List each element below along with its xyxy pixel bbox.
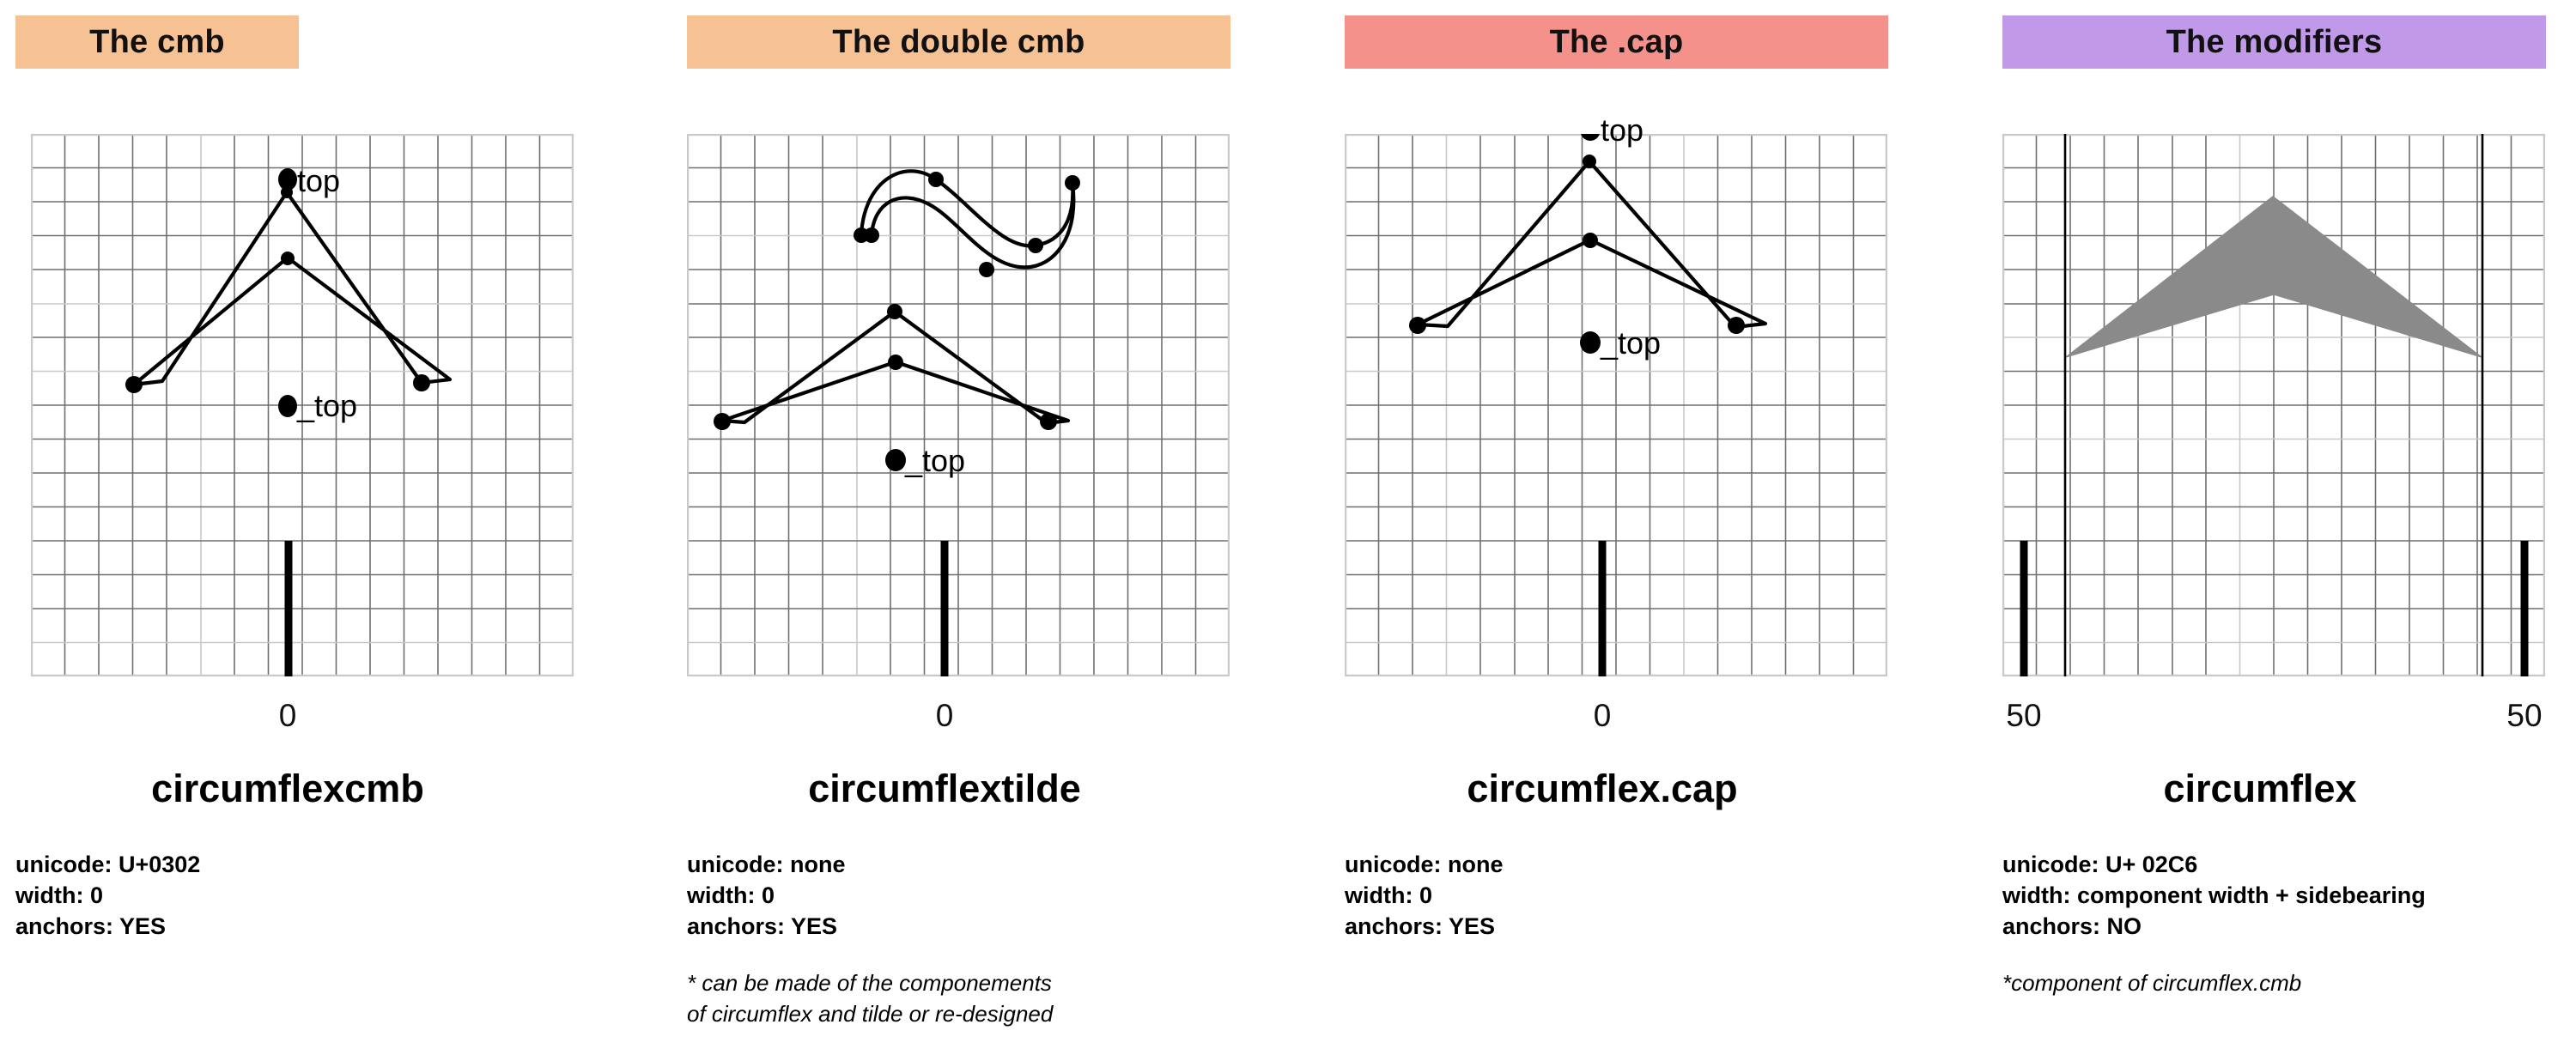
header-chip-cmb: The cmb [15,15,299,69]
anchor-label-_top: _top [297,388,358,423]
glyph-node [714,413,731,430]
anchor-point-_top [1580,331,1601,354]
glyph-grid-modifiers [2002,134,2545,676]
anchor-label-_top: _top [905,443,966,478]
glyph-grid-cmb [31,134,574,676]
anchor-point-top [278,168,297,191]
glyph-grid-cap [1345,134,1887,676]
header-chip-modifiers: The modifiers [2002,15,2546,69]
header-chip-label: The .cap [1549,23,1684,60]
spec-unicode: unicode: none [1345,852,1504,877]
spec-anchors: anchors: YES [1345,912,1496,939]
spec-width: width: component width + sidebearing [2002,882,2426,908]
glyph-node [1583,233,1598,248]
glyph-node [928,172,944,187]
spec-block-cmb: unicode: U+0302 width: 0 anchors: YES [15,850,200,943]
header-chip-label: The modifiers [2166,23,2383,60]
note-block-modifiers: *component of circumflex.cmb [2002,968,2301,999]
glyph-node [1028,238,1043,253]
header-chip-cap: The .cap [1345,15,1888,69]
spec-width: width: 0 [15,882,103,908]
anchor-point-_top [885,449,906,471]
glyph-node [1409,317,1426,334]
glyph-outline-tilde [859,169,1076,270]
glyph-node [979,262,994,277]
spec-unicode: unicode: U+0302 [15,852,201,877]
glyph-panel-cap: top _top [1345,112,1887,676]
sidebearing-label-left: 50 [2006,698,2042,733]
glyph-filled-circumflex [2065,196,2482,358]
glyph-panel-double-cmb: _top [687,134,1230,676]
spec-unicode: unicode: none [687,852,846,877]
spec-width: width: 0 [687,882,775,908]
glyph-node [281,252,295,265]
glyph-node [1728,317,1745,334]
anchor-point-_top [278,395,297,417]
anchor-label-top: top [297,163,341,198]
anchor-label-top: top [1601,112,1644,148]
spec-block-double-cmb: unicode: none width: 0 anchors: YES [687,850,846,943]
note-line: *component of circumflex.cmb [2002,970,2302,996]
glyph-panel-cmb: top _top [31,134,574,676]
glyph-name-circumflexcmb: circumflexcmb [151,767,424,810]
glyph-node [125,376,143,393]
spec-block-modifiers: unicode: U+ 02C6 width: component width … [2002,850,2426,943]
note-block-double-cmb: * can be made of the componements of cir… [687,968,1053,1030]
glyph-node [887,304,902,319]
sidebearing-label-right: 50 [2506,698,2543,733]
glyph-name-circumflextilde: circumflextilde [808,767,1081,810]
origin-label-double-cmb: 0 [935,698,954,733]
glyph-node [888,355,903,370]
note-line: * can be made of the componements [687,970,1052,996]
origin-label-cap: 0 [1593,698,1612,733]
glyph-node [1040,413,1057,430]
glyph-name-circumflex-cap: circumflex.cap [1467,767,1738,810]
glyph-grid-double-cmb [687,134,1230,676]
anchor-label-_top: _top [1601,325,1662,361]
spec-anchors: anchors: NO [2002,912,2142,939]
glyph-name-circumflex: circumflex [2163,767,2357,810]
spec-anchors: anchors: YES [687,912,838,939]
glyph-node [1065,175,1080,191]
header-chip-double-cmb: The double cmb [687,15,1230,69]
spec-unicode: unicode: U+ 02C6 [2002,852,2198,877]
header-chip-label: The cmb [89,23,225,60]
origin-label-cmb: 0 [278,698,297,733]
glyph-panel-modifiers [2002,134,2545,676]
anchor-point-top [1580,134,1601,141]
header-chip-label: The double cmb [832,23,1085,60]
glyph-node [864,227,879,243]
spec-width: width: 0 [1345,882,1432,908]
glyph-node [1583,155,1596,168]
glyph-outline-circumflexcmb [131,190,453,387]
note-line: of circumflex and tilde or re-designed [687,1000,1054,1027]
glyph-node [413,374,430,391]
spec-anchors: anchors: YES [15,912,167,939]
spec-block-cap: unicode: none width: 0 anchors: YES [1345,850,1504,943]
